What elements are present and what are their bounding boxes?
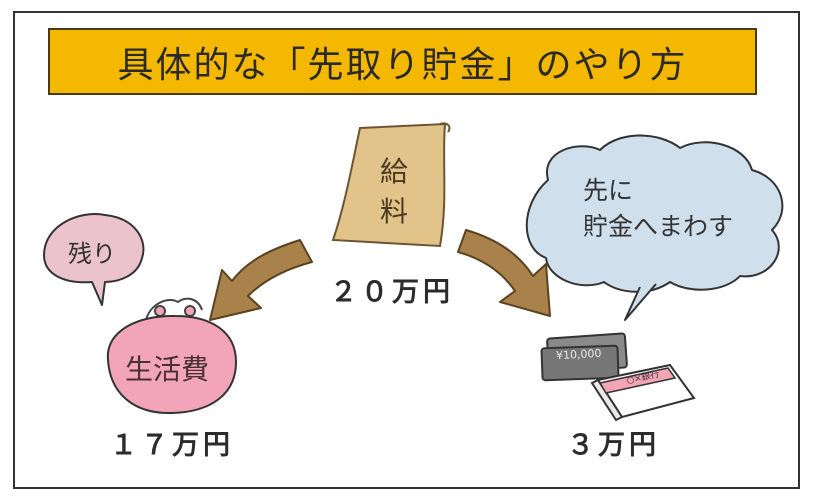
salary-paper-label-1: 給: [380, 155, 409, 188]
savings-amount: ３万円: [567, 430, 660, 461]
salary-amount: ２０万円: [330, 277, 454, 308]
bill-label: ¥10,000: [555, 346, 602, 363]
salary-paper-label-2: 料: [380, 195, 409, 228]
right-arrow-icon: [457, 229, 551, 317]
living-expenses-label: 生活費: [125, 353, 210, 386]
bills-icon: [540, 332, 628, 382]
title-banner: 具体的な「先取り貯金」のやり方: [48, 28, 757, 95]
savings-thought-bubble: [525, 134, 784, 321]
remaining-label: 残り: [68, 240, 116, 268]
remaining-bubble: [43, 213, 145, 306]
left-arrow-icon: [209, 239, 313, 321]
bankbook-icon: [590, 363, 696, 422]
salary-paper-icon: [331, 122, 451, 248]
purse-icon: [106, 297, 238, 415]
savings-bubble-line1: 先に: [583, 176, 634, 205]
page-title: 具体的な「先取り貯金」のやり方: [117, 44, 688, 86]
living-expenses-amount: １７万円: [110, 430, 234, 461]
savings-bubble-line2: 貯金へまわす: [583, 212, 734, 241]
